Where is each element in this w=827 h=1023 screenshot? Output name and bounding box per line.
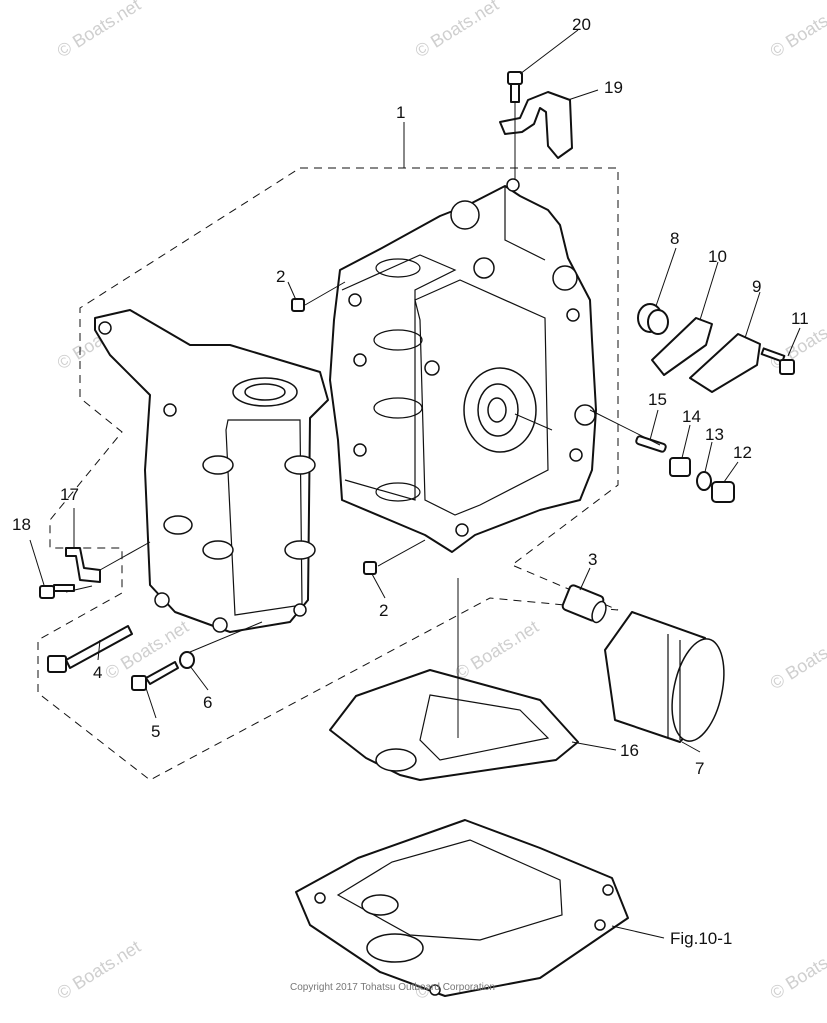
leader-lines (29, 29, 801, 939)
watermark: © Boats.net (767, 936, 827, 1003)
callouts: 1 2 2 3 4 5 6 7 8 9 10 11 12 13 14 15 16… (12, 15, 809, 778)
bolt-part-11 (760, 347, 795, 375)
callout-4: 4 (93, 663, 102, 682)
watermark: © Boats.net (767, 626, 827, 693)
callout-16: 16 (620, 741, 639, 760)
washer-part-6 (179, 651, 195, 669)
callout-17: 17 (60, 485, 79, 504)
callout-3: 3 (588, 550, 597, 569)
watermark: © Boats.net (412, 0, 503, 61)
gasket-part-16 (329, 669, 579, 781)
cylinder-cover (94, 309, 329, 633)
assembly-boundary (37, 167, 619, 781)
plug-part-12 (711, 481, 735, 503)
watermark: © Boats.net (767, 0, 827, 61)
bolt-part-5 (131, 661, 179, 691)
callout-9: 9 (752, 277, 761, 296)
collar-part-14 (669, 457, 691, 477)
oil-filter-part-7 (604, 611, 725, 743)
pin-part-15 (635, 435, 667, 453)
gasket-inner (419, 694, 550, 761)
bolt-part-20 (507, 71, 523, 103)
bushing-part-3 (561, 584, 607, 624)
thermostat-part-8 (637, 303, 669, 335)
callout-10: 10 (708, 247, 727, 266)
callout-12: 12 (733, 443, 752, 462)
bolt-part-18 (39, 584, 75, 599)
bracket-part-19 (499, 91, 573, 159)
copyright-text: Copyright 2017 Tohatsu Outboard Corporat… (290, 982, 495, 993)
thermostat-cover-part-9 (689, 333, 761, 393)
callout-11: 11 (791, 309, 809, 328)
callout-19: 19 (604, 78, 623, 97)
dowel-pin-part-2 (291, 298, 305, 312)
gasket-hole (375, 748, 417, 772)
callout-5: 5 (151, 722, 160, 741)
watermark: © Boats.net (102, 616, 193, 683)
callout-2: 2 (276, 267, 285, 286)
callout-2: 2 (379, 601, 388, 620)
gasket-part-10 (651, 317, 713, 376)
watermark: © Boats.net (54, 936, 145, 1003)
callout-8: 8 (670, 229, 679, 248)
callout-14: 14 (682, 407, 701, 426)
clip-part-17 (65, 547, 101, 583)
callout-13: 13 (705, 425, 724, 444)
callout-7: 7 (695, 759, 704, 778)
callout-18: 18 (12, 515, 31, 534)
o-ring-part-13 (696, 471, 712, 491)
watermark: © Boats.net (452, 616, 543, 683)
lower-mount-reference (295, 819, 629, 997)
callout-6: 6 (203, 693, 212, 712)
callout-1: 1 (396, 103, 405, 122)
watermark: © Boats.net (54, 0, 145, 61)
crankcase (329, 178, 597, 553)
figure-reference: Fig.10-1 (670, 929, 732, 948)
callout-15: 15 (648, 390, 667, 409)
dowel-pin-part-2 (363, 561, 377, 575)
callout-20: 20 (572, 15, 591, 34)
